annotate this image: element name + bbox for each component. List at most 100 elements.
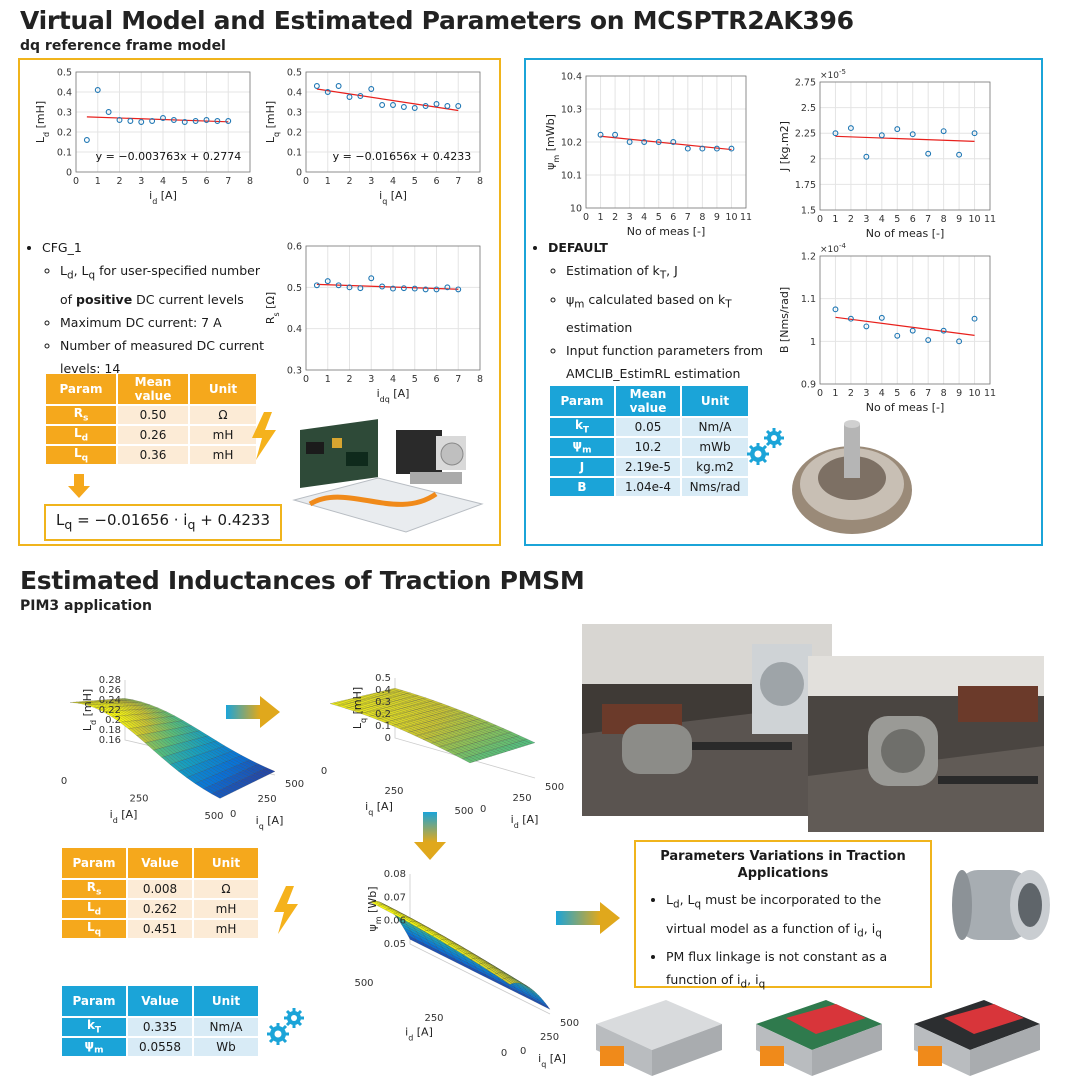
z-tick-label: 0.2 <box>375 709 391 720</box>
x-tick-label: 4 <box>390 176 396 187</box>
inverter-photo-3 <box>914 1000 1040 1076</box>
param-name: Ld <box>62 900 126 918</box>
y-tick-label: 1.2 <box>801 252 816 263</box>
axis-label: id [A] <box>110 808 138 825</box>
x-tick-label: 3 <box>138 176 144 187</box>
y-tick-label: 0.2 <box>57 128 72 139</box>
data-point <box>346 284 353 291</box>
board-photo <box>286 412 484 536</box>
x-tick-label: 4 <box>879 388 885 399</box>
plot-frame <box>305 71 481 173</box>
data-point <box>956 338 963 345</box>
data-point <box>728 145 735 152</box>
data-point <box>390 102 396 108</box>
axis-exponent: ×10-4 <box>820 242 847 255</box>
x-tick-label: 0 <box>73 176 79 187</box>
data-point <box>225 118 232 124</box>
z-tick-label: 0.06 <box>384 916 406 927</box>
x-tick-label: 7 <box>685 212 691 223</box>
table-header: Unit <box>194 848 258 878</box>
z-tick-label: 0.1 <box>375 721 391 732</box>
axis-label: J [kg.m2] <box>778 121 791 172</box>
axis-label: idq [A] <box>377 387 410 404</box>
x-tick-label: 0 <box>817 214 823 225</box>
param-name: Rs <box>62 880 126 898</box>
x-tick-label: 250 <box>384 786 403 797</box>
y-tick-label: 2.25 <box>795 129 816 140</box>
y-tick-label: 0.2 <box>287 128 302 139</box>
x-tick-label: 5 <box>894 388 900 399</box>
data-point <box>699 145 706 152</box>
x-tick-label: 5 <box>894 214 900 225</box>
data-point <box>925 150 932 157</box>
param-unit: mH <box>190 426 256 444</box>
y-tick-label: 1 <box>810 337 816 348</box>
param-name: J <box>550 458 614 476</box>
axis-label: id [A] <box>149 189 177 206</box>
x-tick-label: 3 <box>368 374 374 385</box>
data-point <box>878 314 885 321</box>
axis-label: Rs [Ω] <box>264 292 281 324</box>
cfg1-bullets: CFG_1 Ld, Lq for user-specified number o… <box>26 236 266 380</box>
x-tick-label: 1 <box>95 176 101 187</box>
x-tick-label: 11 <box>984 214 996 225</box>
trend-line <box>600 135 732 151</box>
trend-line <box>316 88 459 112</box>
data-point <box>940 327 947 334</box>
x-tick-label: 4 <box>641 212 647 223</box>
param-unit: mH <box>194 920 258 938</box>
data-point <box>379 283 386 290</box>
z-tick-label: 0.24 <box>99 695 121 706</box>
data-point <box>422 103 429 109</box>
y-tick-label: 0 <box>520 1046 526 1057</box>
x-tick-label: 5 <box>182 176 188 187</box>
data-point <box>894 126 901 133</box>
parameters-variations-note: Parameters Variations in Traction Applic… <box>634 840 932 991</box>
y-tick-label: 10.2 <box>561 138 582 149</box>
param-name: Lq <box>46 446 116 464</box>
data-point <box>422 286 429 293</box>
y-tick-label: 0 <box>66 168 72 179</box>
z-tick-label: 0 <box>385 733 391 744</box>
data-point <box>433 286 440 293</box>
z-tick-label: 0.05 <box>384 939 406 950</box>
plot-frame <box>75 71 251 173</box>
param-value: 0.36 <box>118 446 188 464</box>
motor-photo <box>792 420 912 534</box>
data-point <box>894 332 901 339</box>
y-tick-label: 10 <box>570 204 582 215</box>
surface-patch <box>211 792 224 799</box>
param-name: kT <box>550 418 614 436</box>
y-tick-label: 10.1 <box>561 171 582 182</box>
x-tick-label: 1 <box>832 388 838 399</box>
y-tick-label: 1.1 <box>801 294 816 305</box>
axis-label: Lq [mH] <box>264 101 281 143</box>
x-tick-label: 6 <box>203 176 209 187</box>
y-tick-label: 500 <box>560 1018 579 1029</box>
x-tick-label: 1 <box>598 212 604 223</box>
y-tick-label: 0.5 <box>287 68 302 79</box>
data-point <box>379 102 386 108</box>
data-point <box>444 103 451 109</box>
z-tick-label: 0.3 <box>375 697 391 708</box>
lightning-icon <box>252 412 276 460</box>
data-point <box>455 103 462 109</box>
x-tick-label: 6 <box>670 212 676 223</box>
data-point <box>956 151 963 158</box>
x-tick-label: 500 <box>354 978 373 989</box>
x-tick-label: 1 <box>832 214 838 225</box>
y-tick-label: 0 <box>230 809 236 820</box>
x-tick-label: 2 <box>346 374 352 385</box>
table-header: Mean value <box>118 374 188 404</box>
